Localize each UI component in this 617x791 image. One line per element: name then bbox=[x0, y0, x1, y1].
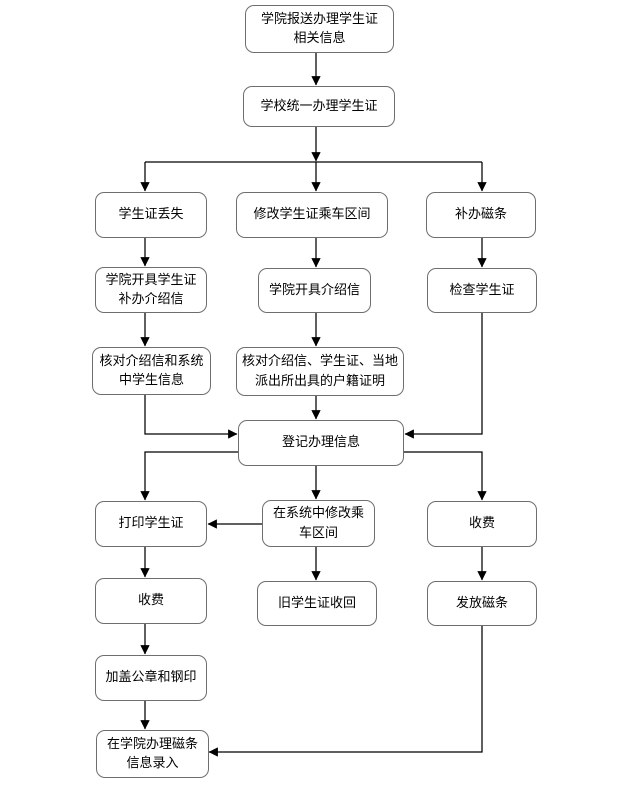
connector bbox=[404, 451, 487, 501]
node-check-card: 检查学生证 bbox=[427, 268, 537, 313]
connectors bbox=[140, 53, 487, 757]
node-stamp-seal: 加盖公章和钢印 bbox=[95, 655, 207, 701]
connector bbox=[144, 395, 238, 439]
connector bbox=[404, 313, 483, 439]
node-issue-magstripe: 发放磁条 bbox=[427, 581, 537, 626]
node-modify-in-system: 在系统中修改乘 车区间 bbox=[262, 500, 375, 547]
node-college-reissue-letter: 学院开具学生证 补办介绍信 bbox=[95, 267, 207, 313]
node-college-magstripe-entry: 在学院办理磁条 信息录入 bbox=[96, 730, 209, 778]
node-charge-right: 收费 bbox=[427, 501, 537, 547]
node-modify-interval: 修改学生证乘车区间 bbox=[236, 192, 388, 238]
node-old-card-recovered: 旧学生证收回 bbox=[257, 581, 377, 626]
node-unified-handle: 学校统一办理学生证 bbox=[243, 86, 395, 127]
node-lost-card: 学生证丢失 bbox=[95, 192, 207, 238]
node-verify-letter-card-hukou: 核对介绍信、学生证、当地 派出所出具的户籍证明 bbox=[236, 347, 404, 396]
node-college-letter: 学院开具介绍信 bbox=[258, 268, 371, 313]
node-charge-left: 收费 bbox=[95, 578, 207, 624]
connector bbox=[140, 451, 238, 501]
node-print-card: 打印学生证 bbox=[95, 501, 207, 547]
node-register-info: 登记办理信息 bbox=[238, 420, 404, 466]
node-verify-letter-system: 核对介绍信和系统 中学生信息 bbox=[92, 347, 211, 395]
connector bbox=[208, 626, 483, 757]
node-reissue-magstripe: 补办磁条 bbox=[426, 192, 536, 238]
node-report-info: 学院报送办理学生证 相关信息 bbox=[245, 5, 394, 53]
